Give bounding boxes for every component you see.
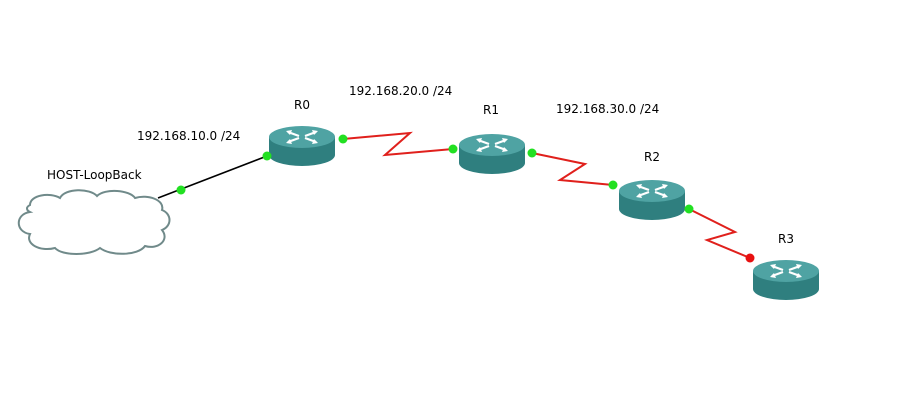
router-r1-icon[interactable] (457, 132, 527, 176)
port-status-up (527, 148, 537, 158)
router-r1-label: R1 (483, 103, 499, 117)
port-status-up (684, 204, 694, 214)
port-status-up (176, 185, 186, 195)
network-label-20: 192.168.20.0 /24 (349, 84, 452, 98)
network-label-30: 192.168.30.0 /24 (556, 102, 659, 116)
link-cloud-r0[interactable] (157, 155, 268, 199)
port-status-down (745, 253, 755, 263)
router-r0-label: R0 (294, 98, 310, 112)
port-status-up (338, 134, 348, 144)
link-r2-r3[interactable] (688, 208, 751, 259)
network-label-10: 192.168.10.0 /24 (137, 129, 240, 143)
link-r1-r2[interactable] (531, 152, 614, 186)
cloud-label: HOST-LoopBack (47, 168, 142, 182)
router-r0-icon[interactable] (267, 124, 337, 168)
port-status-up (608, 180, 618, 190)
cloud-icon[interactable] (17, 189, 171, 255)
router-r2-label: R2 (644, 150, 660, 164)
link-r0-r1[interactable] (342, 131, 454, 157)
port-status-up (448, 144, 458, 154)
router-r3-icon[interactable] (751, 258, 821, 302)
router-r3-label: R3 (778, 232, 794, 246)
router-r2-icon[interactable] (617, 178, 687, 222)
port-status-up (262, 151, 272, 161)
